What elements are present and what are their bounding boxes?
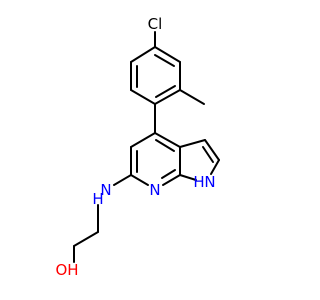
- bond: [154, 132, 181, 148]
- atom-chlorine-label: Cl: [148, 15, 163, 33]
- atom-labels: Cl N N N OH H H: [55, 15, 215, 279]
- molecule-structure-diagram: Cl N N N OH H H: [55, 15, 220, 279]
- bond: [130, 132, 156, 148]
- atom-pyrrole-nitrogen-label: N: [204, 173, 215, 191]
- bond: [161, 169, 176, 179]
- bond: [202, 146, 214, 163]
- bond: [154, 89, 181, 105]
- bond: [73, 231, 99, 247]
- bond: [154, 54, 175, 67]
- bonds: [73, 31, 220, 263]
- bond: [130, 89, 156, 105]
- bond: [179, 139, 206, 148]
- atom-pyrrole-hydrogen-label: H: [193, 173, 204, 191]
- bond: [130, 46, 156, 63]
- bond: [130, 174, 149, 186]
- atom-hydroxyl-label: OH: [55, 261, 78, 279]
- bond: [162, 174, 181, 186]
- bond: [210, 159, 220, 175]
- atom-pyridine-nitrogen-label: N: [149, 181, 160, 199]
- atom-amine-nitrogen-label: N: [100, 181, 111, 199]
- bond: [155, 85, 176, 98]
- bond: [204, 139, 220, 161]
- bond: [179, 174, 197, 181]
- bond: [154, 46, 181, 63]
- bond: [113, 174, 132, 186]
- atom-amine-hydrogen-label: H: [92, 190, 103, 208]
- bond: [179, 89, 205, 105]
- bond: [155, 139, 175, 152]
